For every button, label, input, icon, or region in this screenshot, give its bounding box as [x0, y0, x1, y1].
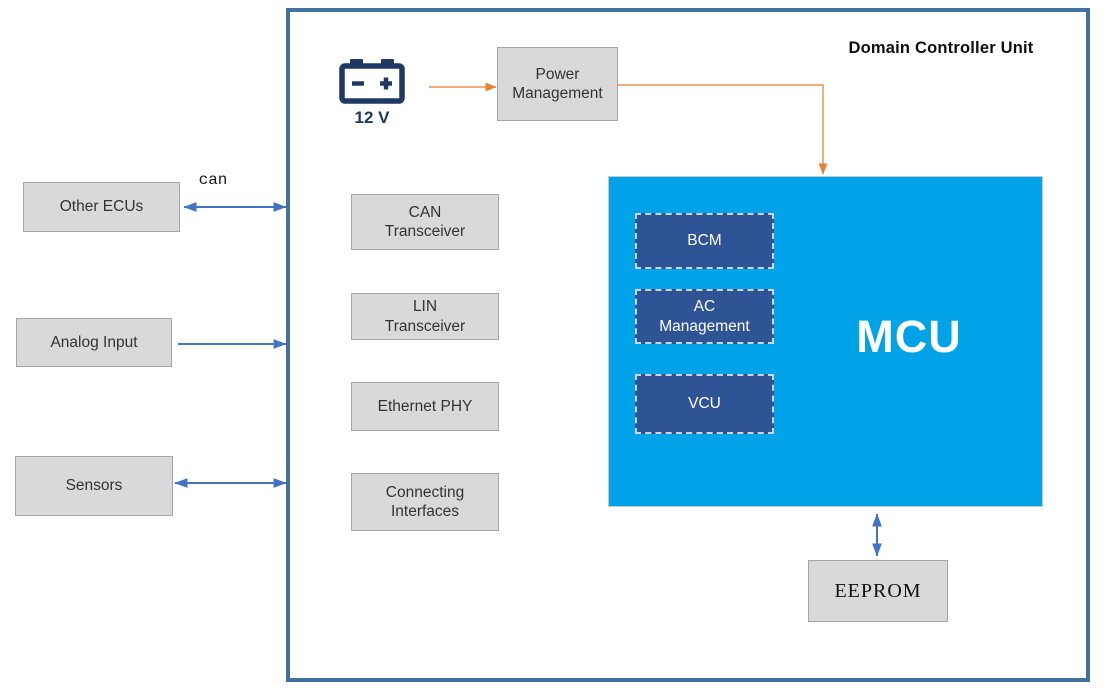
mcu-label: MCU [856, 311, 962, 362]
node-mcu: BCM AC Management VCU MCU [608, 176, 1043, 507]
module-vcu: VCU [635, 374, 774, 434]
node-connecting-interfaces: Connecting Interfaces [351, 473, 499, 531]
module-ac-management: AC Management [635, 289, 774, 344]
node-can-transceiver: CAN Transceiver [351, 194, 499, 250]
battery-voltage-label: 12 V [354, 108, 390, 127]
node-sensors: Sensors [15, 456, 173, 516]
node-ethernet-phy: Ethernet PHY [351, 382, 499, 431]
domain-controller-unit-frame [286, 8, 1090, 682]
arrow-power-management-to-mcu [618, 84, 828, 175]
node-analog-input: Analog Input [16, 318, 172, 367]
diagram-title: Domain Controller Unit [848, 39, 1034, 57]
node-other-ecus: Other ECUs [23, 182, 180, 232]
can-bus-label: can [198, 171, 228, 189]
module-bcm: BCM [635, 213, 774, 269]
node-eeprom: EEPROM [808, 560, 948, 622]
car-battery-icon [339, 58, 405, 104]
node-power-management: Power Management [497, 47, 618, 121]
node-lin-transceiver: LIN Transceiver [351, 293, 499, 340]
